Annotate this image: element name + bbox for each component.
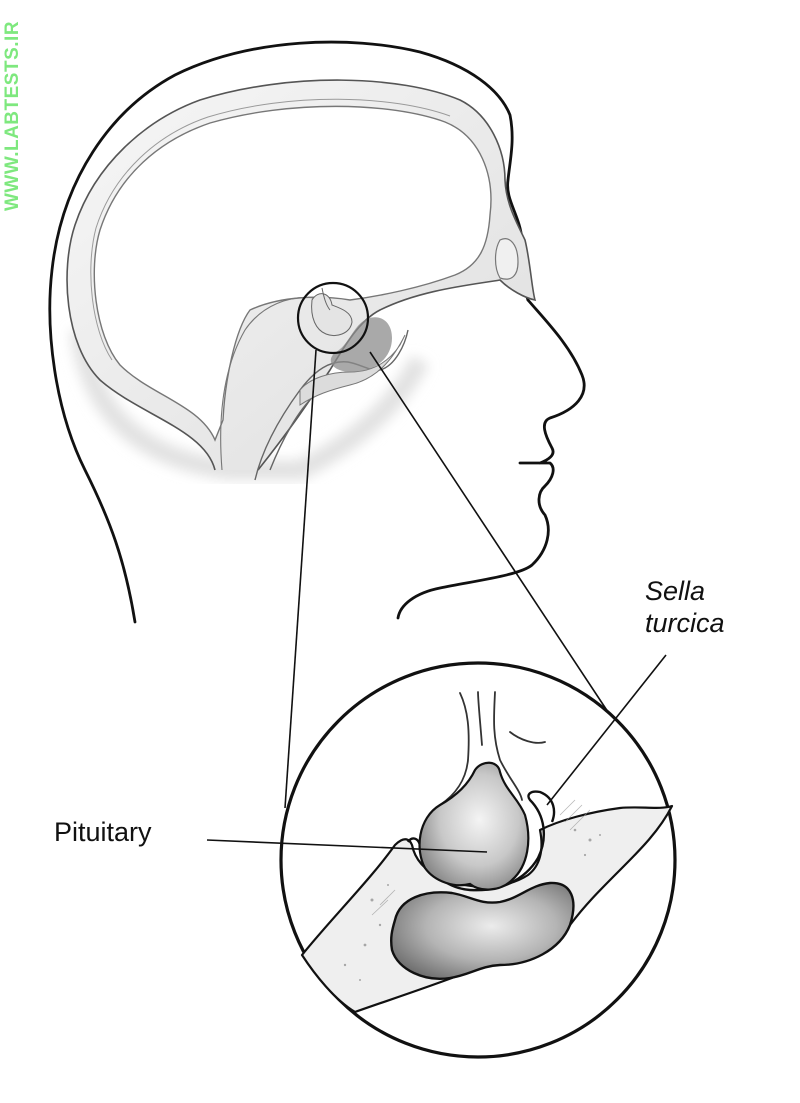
sphenoid-sinus xyxy=(390,881,575,980)
label-sella-turcica-line2: turcica xyxy=(645,608,725,638)
label-sella-turcica: Sella turcica xyxy=(645,575,725,639)
pituitary-gland xyxy=(418,761,530,891)
magnified-inset xyxy=(279,661,677,1059)
pituitary-stalk xyxy=(439,691,546,806)
callout-lines xyxy=(284,349,609,809)
face-profile xyxy=(396,298,586,620)
brainstem-outline xyxy=(220,296,316,471)
magnifier-source-circle xyxy=(296,281,370,355)
pituitary-leader xyxy=(206,839,488,853)
label-leaders xyxy=(206,654,667,853)
head-outline xyxy=(48,40,530,624)
head-profile xyxy=(48,40,586,624)
frontal-sinus xyxy=(494,238,519,280)
label-pituitary: Pituitary xyxy=(54,817,152,847)
sella-turcica-leader xyxy=(546,654,667,806)
sphenoid-sinus-small xyxy=(330,317,392,372)
label-sella-turcica-line1: Sella xyxy=(645,576,706,606)
